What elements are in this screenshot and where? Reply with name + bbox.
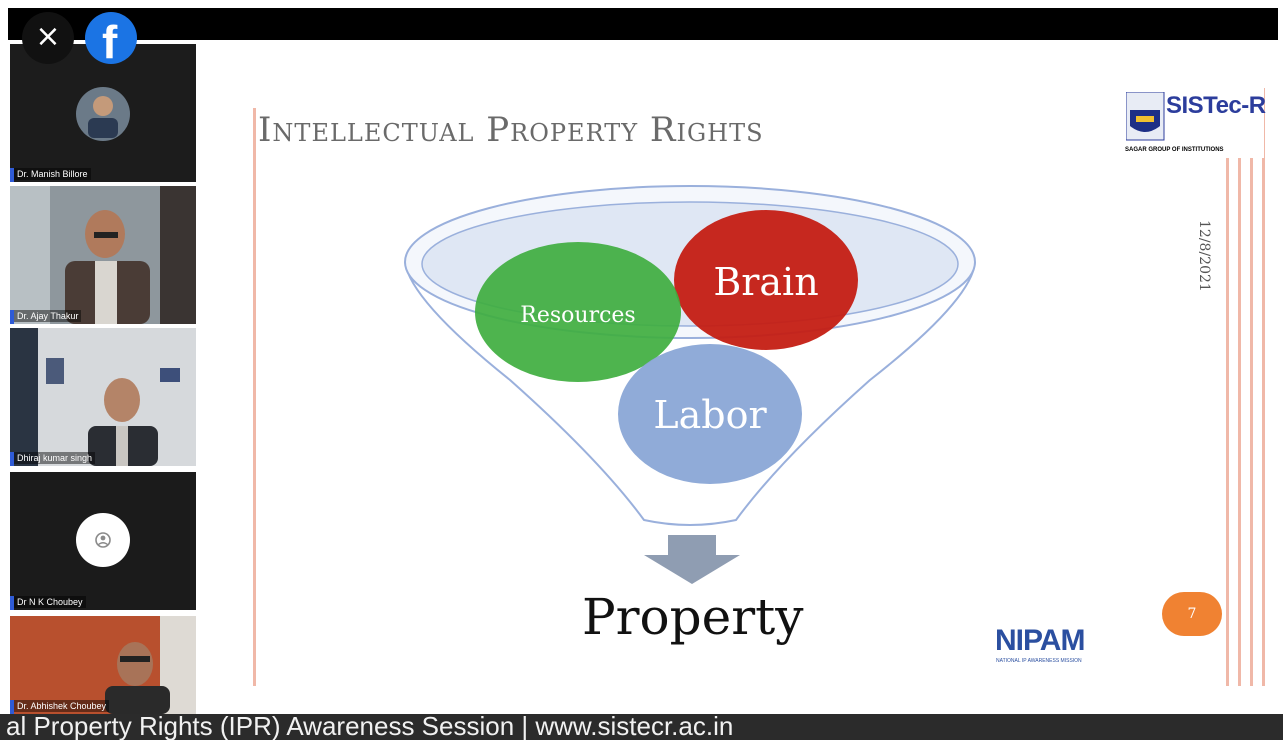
participant-name: Dr. Manish Billore (14, 168, 91, 180)
nipam-logo-subtext: NATIONAL IP AWARENESS MISSION (996, 658, 1082, 664)
participant-list: Dr. Manish Billore Dr. Ajay Thakur Dhira… (10, 44, 196, 714)
sistec-logo-subtext: SAGAR GROUP OF INSTITUTIONS (1125, 147, 1224, 153)
top-bar (8, 8, 1278, 40)
sistec-logo (1122, 88, 1264, 158)
ticker-text: al Property Rights (IPR) Awareness Sessi… (6, 714, 734, 740)
arrow-down-icon (644, 535, 740, 584)
slide-border-right (1262, 88, 1265, 686)
participant-name: Dhiraj kumar singh (14, 452, 96, 464)
slide-border-right (1250, 88, 1253, 686)
sistec-emblem (1126, 92, 1165, 141)
result-label: Property (582, 588, 804, 646)
slide-page-number: 7 (1162, 592, 1222, 636)
slide-title: Intellectual Property Rights (258, 110, 764, 150)
slide-date: 12/8/2021 (1196, 220, 1212, 292)
participant-avatar (76, 87, 130, 141)
participant-name: Dr. Abhishek Choubey (14, 700, 110, 712)
brain-circle (674, 210, 858, 350)
ticker-banner: al Property Rights (IPR) Awareness Sessi… (0, 714, 1283, 740)
sistec-logo-text: SISTec-R (1166, 92, 1266, 119)
labor-label: Labor (653, 393, 767, 437)
participant-video (10, 328, 196, 466)
participant-tile[interactable]: Dhiraj kumar singh (10, 328, 196, 466)
nipam-logo: NIPAM (995, 624, 1085, 657)
speaker-indicator (10, 452, 14, 466)
facebook-glyph: f (102, 16, 118, 68)
labor-circle (618, 344, 802, 484)
participant-tile[interactable]: Dr. Manish Billore (10, 44, 196, 182)
resources-label: Resources (520, 303, 635, 328)
speaker-indicator (10, 168, 14, 182)
close-icon[interactable]: × (22, 12, 74, 64)
speaker-indicator (10, 310, 14, 324)
facebook-icon[interactable]: f (85, 12, 137, 68)
participant-name: Dr N K Choubey (14, 596, 86, 608)
slide-border-left (253, 108, 256, 686)
brain-label: Brain (713, 260, 818, 304)
participant-name: Dr. Ajay Thakur (14, 310, 82, 322)
speaker-indicator (10, 596, 14, 610)
participant-tile[interactable]: Dr. Abhishek Choubey (10, 616, 196, 714)
participant-tile[interactable]: Dr N K Choubey (10, 472, 196, 610)
slide-border-right (1226, 88, 1229, 686)
speaker-indicator (10, 700, 14, 714)
participant-tile[interactable]: Dr. Ajay Thakur (10, 186, 196, 324)
participant-avatar (76, 513, 130, 567)
slide-border-right (1238, 88, 1241, 686)
resources-circle (475, 242, 681, 382)
participant-video (10, 186, 196, 324)
participant-video (10, 616, 196, 714)
